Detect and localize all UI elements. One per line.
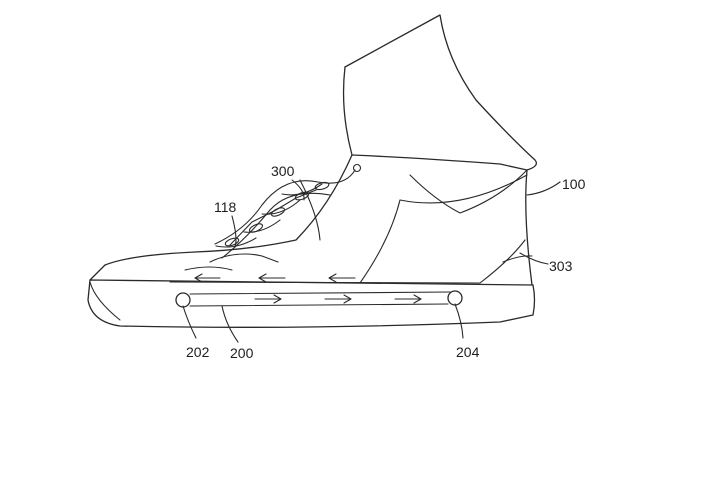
shoe-upper <box>89 154 533 286</box>
label-100: 100 <box>562 176 586 192</box>
label-303: 303 <box>549 258 573 274</box>
sole <box>87 279 536 328</box>
footbed-channel <box>169 266 481 284</box>
upper-flow-arrows <box>194 273 356 283</box>
leader-lines <box>182 179 561 343</box>
label-118: 118 <box>214 199 237 215</box>
laces <box>209 169 356 263</box>
lower-flow-arrows <box>254 294 422 304</box>
sock <box>342 14 538 171</box>
label-200: 200 <box>230 345 254 361</box>
label-202: 202 <box>186 344 210 360</box>
label-300: 300 <box>271 163 295 179</box>
label-204: 204 <box>456 344 480 360</box>
